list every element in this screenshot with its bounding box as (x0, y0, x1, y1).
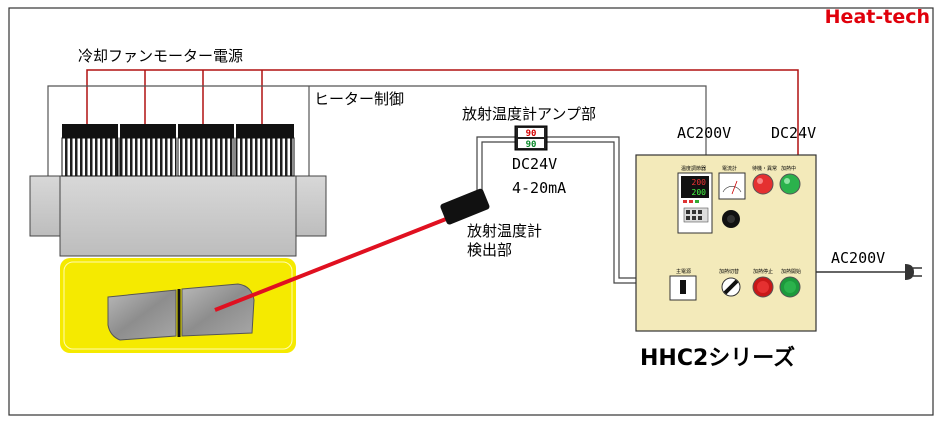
temp-controller-label: 温度調節器 (681, 165, 706, 172)
panel-ac-label: AC200V (677, 124, 732, 142)
amp-supply-voltage-label: DC24V (512, 155, 558, 173)
standby-lamp-label: 待機・異常 (752, 165, 777, 172)
heating-lamp-label: 加熱中 (781, 165, 796, 172)
control-panel: 温度調節器 200 200 電流計 待機・異常 加熱中 主電源 (635, 154, 817, 332)
fan-power-label: 冷却ファンモーター電源 (78, 47, 244, 65)
heating-start-label: 加熱開始 (781, 268, 801, 275)
amplifier-unit: 90 90 (514, 125, 548, 151)
ammeter (718, 172, 746, 200)
fan-power-wiring (86, 69, 799, 155)
cooling-fan (235, 124, 295, 177)
heating-lamp (779, 173, 801, 195)
side-clamp-right (291, 175, 327, 237)
controller-sv: 200 (692, 188, 707, 197)
ac-supply-cable (815, 264, 922, 280)
controller-pv: 200 (692, 178, 707, 187)
heating-stop-label: 加熱停止 (753, 268, 773, 275)
amp-display-bottom: 90 (526, 140, 537, 150)
cooling-fan (177, 124, 235, 177)
heater-body (59, 175, 297, 257)
amp-signal-label: 4-20mA (512, 179, 567, 197)
heater-control-label: ヒーター制御 (314, 90, 405, 108)
sensor-label-line2: 検出部 (467, 241, 513, 259)
brand-logo: Heat-tech (824, 6, 930, 28)
product-series-title: HHC2シリーズ (640, 346, 796, 371)
amp-signal-wiring (476, 136, 636, 284)
heater-block (29, 175, 327, 257)
laser-beam (214, 217, 447, 312)
cooling-fans (61, 124, 295, 177)
ammeter-label: 電流計 (722, 165, 737, 172)
panel-dc-label: DC24V (771, 124, 817, 142)
amp-display-top: 90 (526, 129, 537, 139)
yellow-jig-highlight (63, 261, 293, 350)
supply-ac-label: AC200V (831, 249, 886, 267)
heater-switch-label: 加熱切替 (719, 268, 739, 275)
side-clamp-left (29, 175, 65, 237)
sensor-head (440, 188, 490, 225)
amp-unit-label: 放射温度計アンプ部 (462, 105, 596, 123)
sensor-label-line1: 放射温度計 (467, 222, 543, 240)
cooling-fan (119, 124, 177, 177)
cooling-fan (61, 124, 119, 177)
standby-lamp (752, 173, 774, 195)
main-power-label: 主電源 (676, 268, 691, 275)
heater-control-wiring (47, 85, 707, 177)
